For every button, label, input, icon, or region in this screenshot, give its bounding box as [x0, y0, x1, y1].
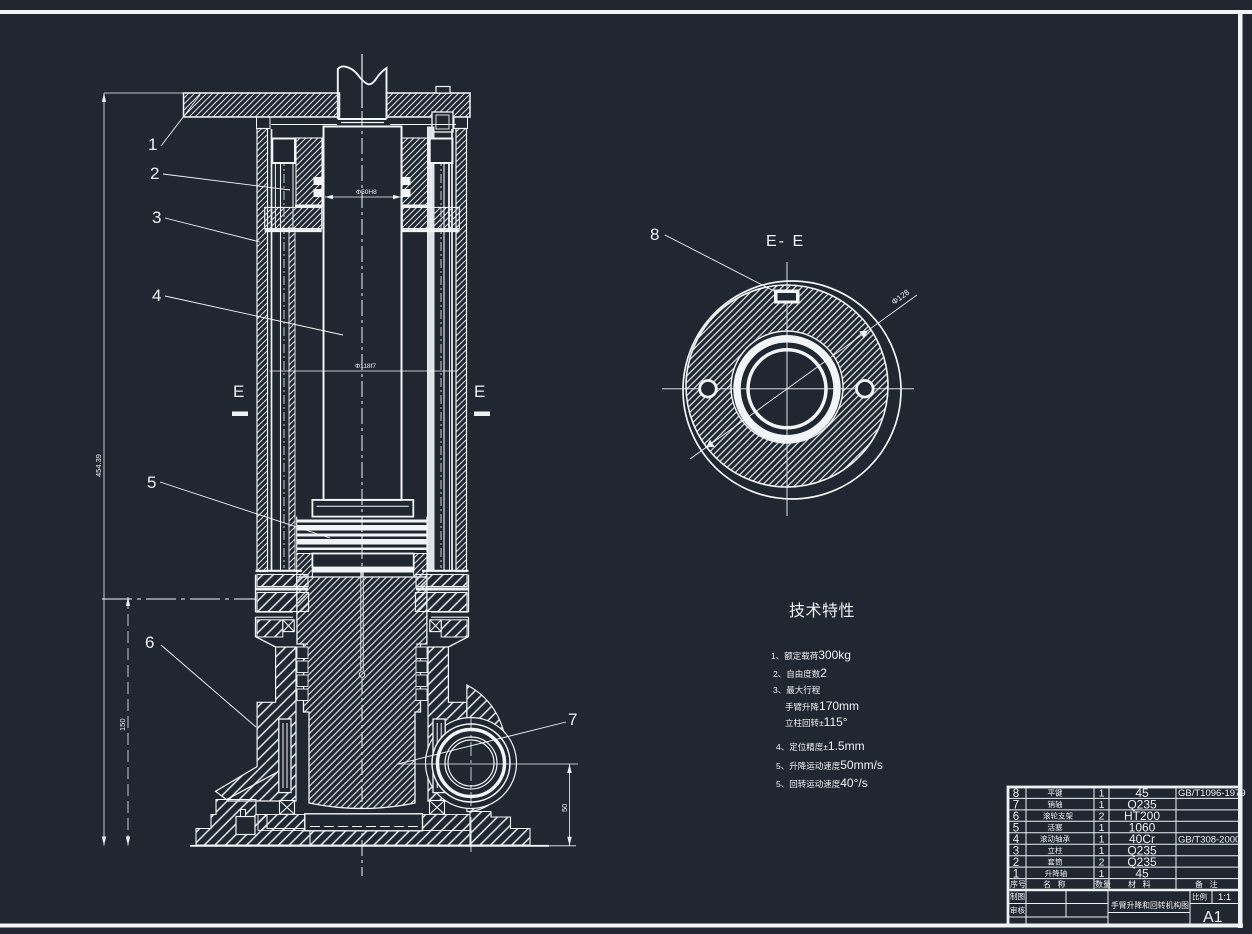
svg-text:7: 7 [568, 710, 577, 729]
svg-text:3: 3 [1013, 846, 1019, 858]
svg-text:5、升降运动速度50mm/s: 5、升降运动速度50mm/s [776, 758, 883, 772]
svg-text:HT200: HT200 [1124, 809, 1160, 823]
svg-text:1: 1 [1099, 788, 1105, 800]
svg-text:454.39: 454.39 [94, 454, 103, 477]
svg-text:销轴: 销轴 [1048, 799, 1063, 809]
svg-text:名 称: 名 称 [1043, 879, 1066, 889]
svg-text:Q235: Q235 [1127, 855, 1157, 869]
svg-text:4: 4 [152, 286, 161, 305]
svg-text:手臂升降和回转机构图: 手臂升降和回转机构图 [1111, 900, 1189, 910]
svg-text:序号: 序号 [1010, 879, 1026, 889]
svg-text:8: 8 [650, 225, 659, 244]
svg-text:6: 6 [1013, 811, 1019, 823]
svg-text:数量: 数量 [1095, 879, 1111, 889]
svg-text:E- E: E- E [766, 233, 805, 250]
svg-text:1: 1 [1099, 845, 1105, 857]
svg-text:8: 8 [1013, 788, 1019, 800]
svg-text:套筒: 套筒 [1048, 857, 1064, 867]
svg-text:2、自由度数2: 2、自由度数2 [773, 666, 827, 680]
svg-text:4、定位精度±1.5mm: 4、定位精度±1.5mm [776, 739, 865, 753]
svg-text:Φ118f7: Φ118f7 [355, 363, 376, 370]
svg-text:2: 2 [1013, 857, 1019, 869]
svg-text:A1: A1 [1203, 909, 1223, 926]
svg-text:1060: 1060 [1129, 821, 1156, 835]
svg-text:立柱: 立柱 [1048, 845, 1064, 855]
svg-text:1: 1 [1099, 868, 1105, 880]
svg-text:滚轮支架: 滚轮支架 [1043, 811, 1073, 821]
svg-text:50: 50 [560, 804, 569, 812]
svg-text:1: 1 [1099, 799, 1105, 811]
svg-text:比例: 比例 [1192, 892, 1207, 902]
svg-text:5: 5 [1013, 823, 1019, 835]
svg-text:45: 45 [1135, 786, 1149, 800]
svg-text:7: 7 [1013, 800, 1019, 812]
svg-text:150: 150 [118, 718, 127, 731]
svg-text:2: 2 [1099, 811, 1105, 823]
svg-text:3: 3 [152, 208, 161, 227]
svg-text:2: 2 [150, 164, 159, 183]
svg-text:Φ50H8: Φ50H8 [356, 189, 377, 196]
svg-text:E: E [474, 382, 485, 401]
svg-text:材 料: 材 料 [1128, 879, 1151, 889]
svg-text:4: 4 [1013, 834, 1020, 846]
svg-text:E: E [233, 382, 244, 401]
svg-text:3、最大行程: 3、最大行程 [773, 685, 821, 695]
svg-text:1:1: 1:1 [1218, 892, 1231, 903]
svg-text:1: 1 [1099, 822, 1105, 834]
svg-text:1、额定载荷300kg: 1、额定载荷300kg [771, 648, 851, 662]
svg-text:技术特性: 技术特性 [789, 602, 855, 620]
svg-text:1: 1 [1013, 869, 1019, 881]
svg-text:5、回转运动速度40°/s: 5、回转运动速度40°/s [776, 776, 868, 790]
svg-text:手臂升降170mm: 手臂升降170mm [785, 699, 859, 713]
svg-text:1: 1 [148, 135, 157, 154]
svg-text:45: 45 [1135, 867, 1149, 881]
svg-text:立柱回转±115°: 立柱回转±115° [785, 715, 848, 729]
svg-text:GB/T1096-1979: GB/T1096-1979 [1178, 788, 1246, 799]
svg-text:平键: 平键 [1048, 788, 1064, 798]
svg-text:审核: 审核 [1010, 905, 1026, 915]
svg-text:活塞: 活塞 [1048, 822, 1064, 832]
svg-text:Q235: Q235 [1127, 798, 1157, 812]
svg-text:备 注: 备 注 [1195, 879, 1218, 889]
svg-text:6: 6 [145, 633, 154, 652]
svg-text:40Cr: 40Cr [1129, 832, 1155, 846]
svg-text:Q235: Q235 [1127, 844, 1157, 858]
svg-text:2: 2 [1099, 857, 1105, 869]
svg-text:1: 1 [1099, 834, 1105, 846]
svg-text:升降轴: 升降轴 [1045, 868, 1068, 878]
svg-text:GB/T308-2000: GB/T308-2000 [1178, 835, 1240, 846]
svg-text:滚动轴承: 滚动轴承 [1040, 834, 1070, 844]
svg-text:5: 5 [147, 473, 156, 492]
svg-text:制图: 制图 [1010, 891, 1025, 901]
